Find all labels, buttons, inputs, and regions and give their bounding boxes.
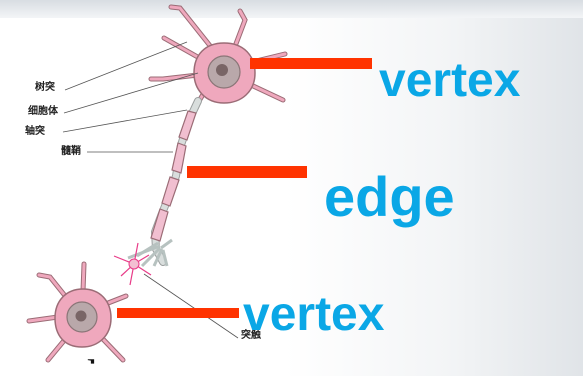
term-edge: edge bbox=[324, 169, 455, 225]
label-myelin-sheath: 髓鞘 bbox=[61, 147, 81, 157]
myelin-segment bbox=[179, 111, 196, 140]
term-vertex-bottom: vertex bbox=[243, 291, 384, 339]
myelin-segment bbox=[172, 143, 186, 173]
dendrite-branch bbox=[83, 264, 84, 291]
label-dendrite: 树突 bbox=[35, 83, 55, 93]
dendrite-branch bbox=[249, 84, 283, 100]
dendrite-branch bbox=[29, 317, 58, 321]
nucleolus bbox=[76, 311, 87, 322]
label-cell-body: 细胞体 bbox=[28, 107, 58, 117]
term-vertex-top: vertex bbox=[379, 57, 520, 105]
dendrite-branch bbox=[39, 275, 66, 297]
red-bar-edge bbox=[187, 166, 307, 178]
red-bar-vertex-top bbox=[250, 58, 372, 69]
red-bar-vertex-bottom bbox=[117, 308, 239, 318]
nucleolus bbox=[216, 64, 228, 76]
axon bbox=[128, 101, 198, 266]
bottom-neuron bbox=[29, 264, 126, 360]
axon-branch bbox=[161, 240, 172, 248]
myelin-segment bbox=[162, 177, 179, 206]
label-axon: 轴突 bbox=[25, 127, 45, 137]
dendrite-branch bbox=[100, 336, 123, 360]
